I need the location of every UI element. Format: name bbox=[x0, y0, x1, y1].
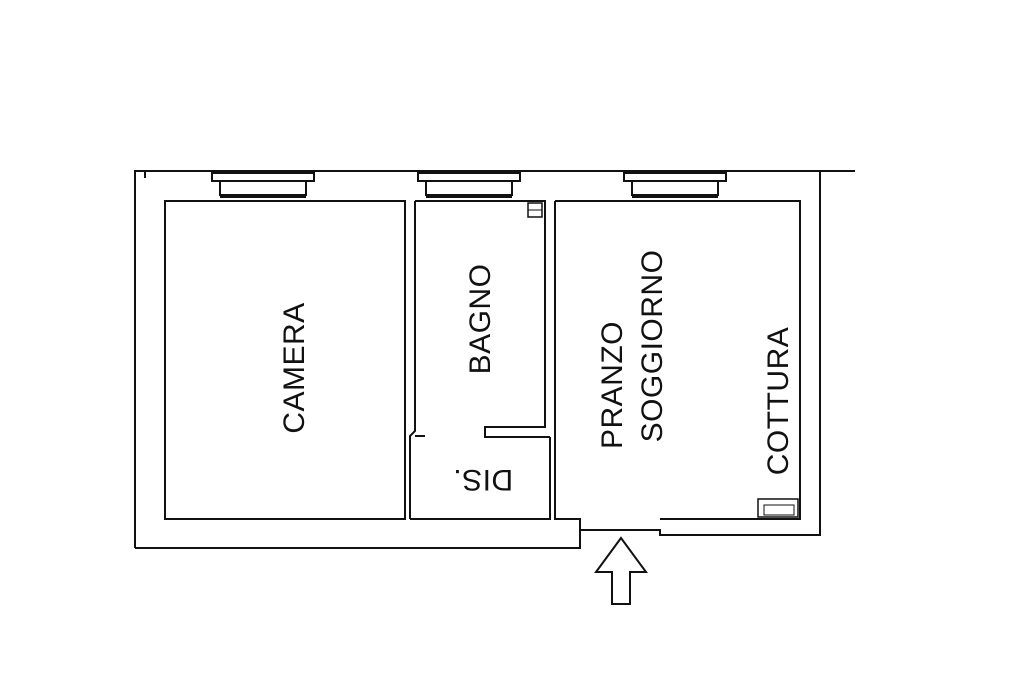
label-camera: CAMERA bbox=[278, 302, 311, 433]
room-pranzo-soggiorno bbox=[554, 200, 801, 531]
outer-walls bbox=[134, 170, 855, 549]
window-icon bbox=[623, 172, 727, 198]
window-icon bbox=[417, 172, 521, 198]
label-dis: DIS. bbox=[453, 463, 513, 496]
label-pranzo: PRANZO bbox=[596, 321, 629, 449]
label-cottura: COTTURA bbox=[762, 327, 795, 476]
window-icon bbox=[211, 172, 315, 198]
entrance-arrow-icon bbox=[594, 536, 648, 605]
label-bagno: BAGNO bbox=[464, 264, 497, 375]
room-camera bbox=[164, 200, 406, 520]
room-bagno bbox=[409, 200, 550, 519]
room-disimpegno bbox=[410, 435, 551, 520]
label-soggiorno: SOGGIORNO bbox=[636, 250, 669, 443]
